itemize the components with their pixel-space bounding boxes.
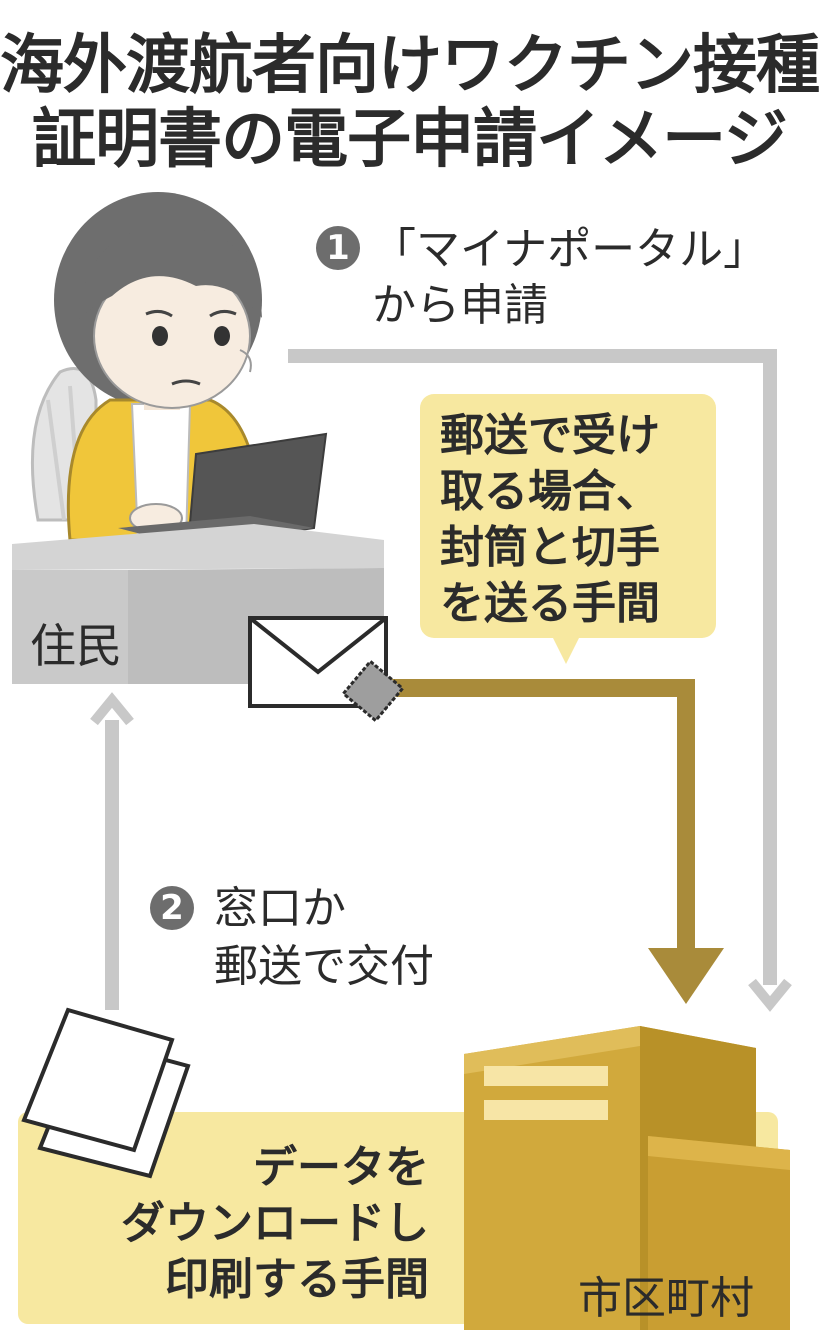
step2-arrowhead	[90, 692, 134, 726]
title-line-1: 海外渡航者向けワクチン接種	[0, 29, 819, 103]
step1-label-line1: 「マイナポータル」	[372, 224, 768, 275]
resident-label: 住民	[30, 619, 122, 673]
mail-note-text: 郵送で受け 取る場合、 封筒と切手 を送る手間	[440, 408, 710, 632]
step2-label: 窓口か 郵送で交付	[214, 880, 434, 996]
step1-number-badge: 1	[316, 226, 360, 270]
step1-label-line2: から申請	[372, 280, 548, 331]
step1-arrow	[288, 349, 777, 985]
download-note-line: データを	[253, 1142, 429, 1193]
municipality-label: 市区町村	[578, 1273, 754, 1324]
step1-label: 「マイナポータル」 から申請	[372, 222, 767, 334]
step2-label-line1: 窓口か	[214, 883, 346, 934]
mail-arrow	[390, 679, 695, 960]
mail-note-bubble	[420, 394, 716, 638]
title-line-2: 証明書の電子申請イメージ	[32, 103, 788, 177]
stamp-icon	[341, 659, 405, 723]
step2-number-badge: 2	[150, 886, 194, 930]
download-note-text: データを ダウンロードし 印刷する手間	[29, 1140, 429, 1308]
step1-arrowhead	[748, 978, 792, 1012]
municipal-building-illustration	[464, 1026, 790, 1330]
mail-note-line: 封筒と切手	[440, 522, 660, 573]
mail-note-line: を送る手間	[440, 578, 660, 629]
download-note-line: 印刷する手間	[165, 1254, 429, 1305]
mail-note-line: 郵送で受け	[440, 410, 660, 461]
documents-icon	[21, 1007, 191, 1179]
mail-arrowhead	[648, 948, 724, 1004]
download-note-line: ダウンロードし	[121, 1198, 429, 1249]
mail-note-pointer	[552, 636, 580, 664]
step2-label-line2: 郵送で交付	[214, 941, 434, 992]
mail-note-line: 取る場合、	[440, 466, 660, 517]
